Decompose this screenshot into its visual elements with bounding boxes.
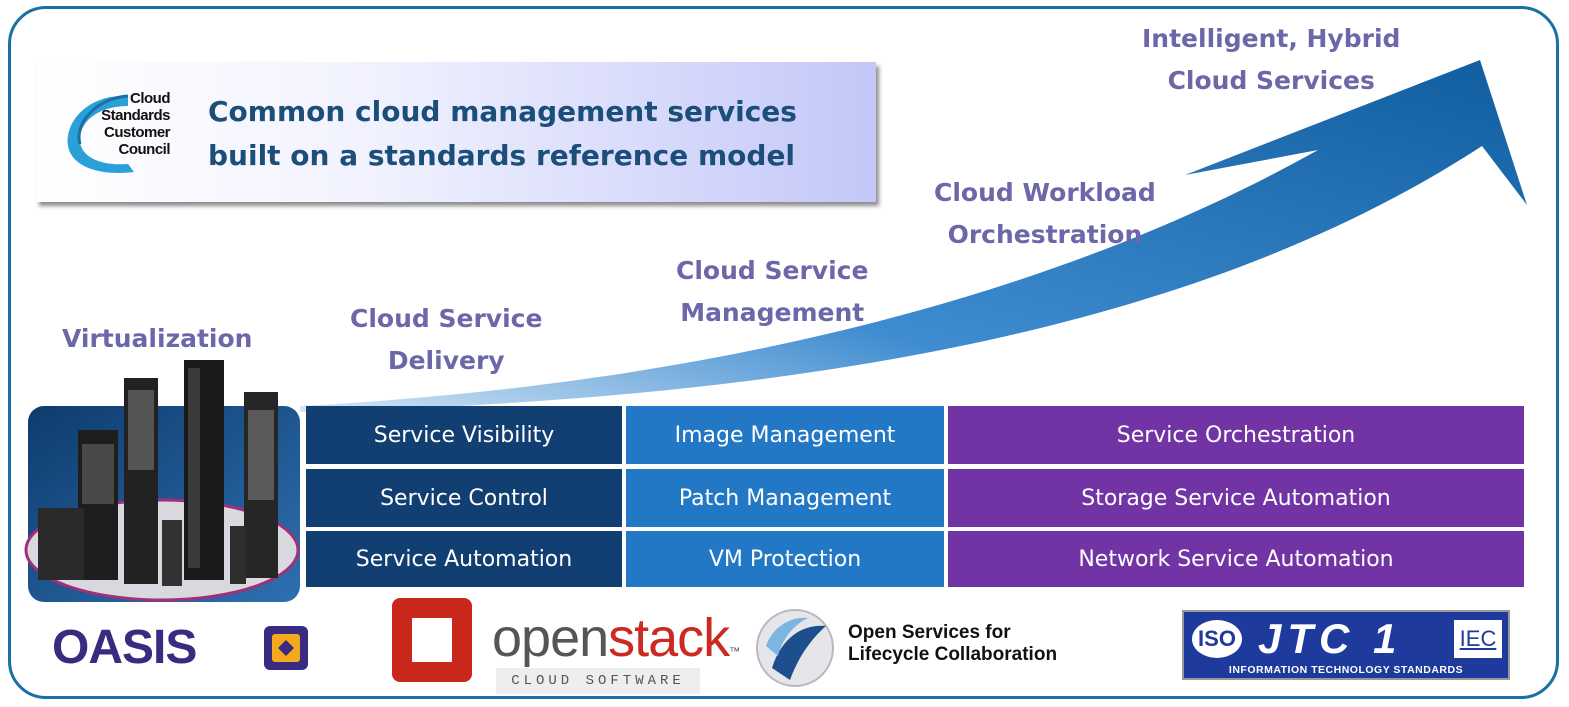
cell-service-orchestration: Service Orchestration	[948, 406, 1524, 464]
stage-workload: Cloud Workload Orchestration	[934, 172, 1156, 256]
ccsc-line: Standards	[101, 107, 170, 124]
cell-service-visibility: Service Visibility	[306, 406, 622, 464]
banner-title: Common cloud management services built o…	[208, 90, 848, 178]
cell-service-automation: Service Automation	[306, 531, 622, 587]
cell-label: Patch Management	[678, 485, 892, 511]
banner: Cloud Standards Customer Council Common …	[36, 62, 876, 202]
cell-label: VM Protection	[708, 546, 862, 572]
ccsc-line: Council	[118, 141, 171, 158]
jtc1-logo: ISO JTC 1 IEC INFORMATION TECHNOLOGY STA…	[1182, 610, 1510, 680]
cell-label: Service Visibility	[373, 422, 555, 448]
stage-virtualization: Virtualization	[62, 318, 252, 360]
cell-label: Service Control	[380, 485, 548, 511]
jtc-iec: IEC	[1454, 620, 1502, 658]
stage-line: Intelligent, Hybrid	[1142, 24, 1401, 53]
stage-line: Cloud Service	[676, 256, 869, 285]
cell-label: Service Automation	[355, 546, 573, 572]
openstack-mark-icon	[392, 598, 472, 682]
cell-network-service-automation: Network Service Automation	[948, 531, 1524, 587]
openstack-wordmark: openstack™	[492, 608, 740, 668]
cell-patch-management: Patch Management	[626, 469, 944, 527]
oslc-mark-icon	[756, 609, 834, 687]
banner-title-line: built on a standards reference model	[208, 139, 796, 172]
cell-service-control: Service Control	[306, 469, 622, 527]
jtc-iso: ISO	[1192, 620, 1242, 658]
stage-hybrid: Intelligent, Hybrid Cloud Services	[1142, 18, 1400, 102]
jtc-main: JTC 1	[1258, 615, 1403, 662]
openstack-subtitle: CLOUD SOFTWARE	[496, 668, 700, 694]
oslc-logo-text: Open Services for Lifecycle Collaboratio…	[848, 622, 1057, 666]
jtc-subtitle: INFORMATION TECHNOLOGY STANDARDS	[1228, 664, 1464, 676]
cell-image-management: Image Management	[626, 406, 944, 464]
ccsc-line: Customer	[103, 124, 171, 141]
stage-management: Cloud Service Management	[676, 250, 868, 334]
cell-label: Service Orchestration	[1116, 422, 1356, 448]
stage-delivery: Cloud Service Delivery	[350, 298, 542, 382]
server-rack-icon	[24, 360, 300, 602]
cell-label: Image Management	[674, 422, 896, 448]
cell-label: Network Service Automation	[1078, 546, 1394, 572]
oasis-logo: OASIS	[52, 621, 197, 674]
ccsc-logo-text: Cloud Standards Customer Council	[88, 90, 170, 158]
stage-line: Cloud Services	[1167, 66, 1375, 95]
stage-line: Management	[680, 298, 865, 327]
cell-storage-service-automation: Storage Service Automation	[948, 469, 1524, 527]
oslc-line: Lifecycle Collaboration	[848, 644, 1058, 665]
openstack-stack: stack	[608, 608, 730, 668]
banner-title-line: Common cloud management services	[208, 95, 797, 128]
stage-line: Cloud Service	[350, 304, 543, 333]
openstack-tm: ™	[729, 646, 740, 658]
openstack-open: open	[492, 608, 609, 668]
oslc-line: Open Services for	[848, 622, 1011, 643]
stage-line: Virtualization	[62, 324, 253, 353]
ccsc-line: Cloud	[130, 90, 171, 107]
cell-label: Storage Service Automation	[1081, 485, 1391, 511]
stage-line: Orchestration	[947, 220, 1143, 249]
oasis-mark-icon	[264, 626, 308, 670]
stage-line: Cloud Workload	[934, 178, 1156, 207]
ccsc-logo-icon	[67, 94, 134, 173]
stage-line: Delivery	[387, 346, 505, 375]
cell-vm-protection: VM Protection	[626, 531, 944, 587]
